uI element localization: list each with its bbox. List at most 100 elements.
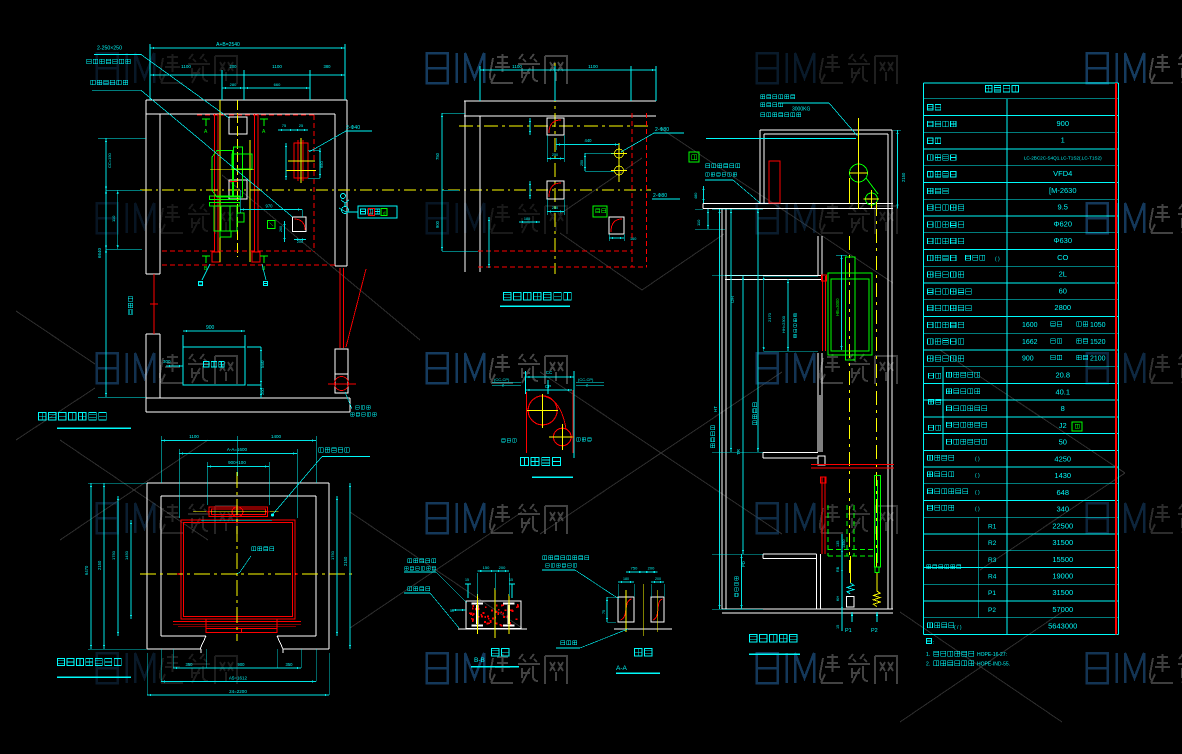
svg-text:135: 135 [836, 541, 840, 547]
svg-text:[M-2630: [M-2630 [1049, 186, 1077, 195]
svg-text:OH: OH [730, 296, 735, 303]
svg-text:HOPE-IND-55.: HOPE-IND-55. [977, 662, 1010, 668]
svg-text:R3: R3 [988, 557, 997, 564]
svg-text:1100: 1100 [181, 64, 191, 69]
svg-text:40.1: 40.1 [1055, 387, 1070, 396]
svg-text:1520: 1520 [1090, 339, 1106, 346]
svg-text:B: B [204, 266, 208, 272]
svg-text:1400: 1400 [271, 434, 282, 439]
svg-text:200: 200 [260, 388, 265, 395]
svg-text:6640: 6640 [97, 247, 102, 258]
svg-text:R2: R2 [988, 540, 997, 547]
svg-text:160: 160 [630, 237, 636, 241]
svg-text:2100: 2100 [1090, 356, 1106, 363]
svg-text:15: 15 [509, 578, 513, 582]
svg-text:900+100: 900+100 [228, 460, 246, 465]
svg-text:1100: 1100 [512, 64, 522, 69]
svg-text:110: 110 [696, 219, 701, 226]
svg-text:440: 440 [585, 138, 593, 143]
svg-text:60: 60 [1059, 286, 1067, 295]
svg-text:19000: 19000 [1052, 572, 1073, 581]
svg-text:RB: RB [836, 566, 840, 572]
svg-text:200: 200 [648, 566, 655, 571]
svg-text:B-B: B-B [474, 657, 485, 664]
svg-text:9.5: 9.5 [1058, 203, 1068, 212]
svg-text:200: 200 [499, 565, 506, 570]
svg-text:250: 250 [580, 160, 584, 166]
svg-text:A: A [262, 129, 266, 135]
svg-text:LC-2BC2C-S4Q1.LC-T1S2(.LC-T1S2: LC-2BC2C-S4Q1.LC-T1S2(.LC-T1S2) [1024, 155, 1102, 160]
svg-text:HOPE-16-27:: HOPE-16-27: [977, 652, 1007, 658]
svg-text:A+B=2540: A+B=2540 [216, 42, 240, 48]
svg-text:R4: R4 [988, 574, 997, 581]
svg-text:5643000: 5643000 [1048, 622, 1077, 631]
svg-text:2150: 2150 [97, 560, 102, 570]
svg-text:1350: 1350 [842, 540, 846, 548]
svg-text:250: 250 [552, 153, 558, 157]
svg-text::: : [933, 640, 934, 646]
svg-text:R1: R1 [988, 523, 997, 530]
svg-text:1750: 1750 [330, 550, 335, 560]
svg-text:1: 1 [1061, 136, 1065, 145]
svg-text:J2: J2 [1059, 421, 1067, 430]
svg-text:A-A: A-A [616, 665, 628, 672]
svg-text:15: 15 [836, 625, 840, 629]
svg-text:180: 180 [623, 577, 629, 581]
svg-text:2-Φ40: 2-Φ40 [346, 125, 360, 131]
svg-text:2170: 2170 [767, 312, 772, 322]
svg-text:150: 150 [483, 565, 490, 570]
svg-text:380: 380 [324, 64, 332, 69]
svg-text:HH=2300: HH=2300 [781, 315, 786, 333]
svg-text:900: 900 [1056, 119, 1069, 128]
svg-text:750: 750 [435, 152, 440, 160]
svg-text:6470: 6470 [84, 565, 89, 575]
svg-text:1662: 1662 [1022, 339, 1038, 346]
svg-text:VFD4: VFD4 [1053, 169, 1072, 178]
svg-text:200: 200 [655, 577, 661, 581]
svg-text:8: 8 [1061, 404, 1065, 413]
svg-text:2.: 2. [926, 662, 930, 668]
svg-text:1050: 1050 [1090, 322, 1106, 329]
svg-text:900: 900 [1022, 356, 1034, 363]
svg-text:22500: 22500 [1052, 521, 1073, 530]
svg-text:2-250×250: 2-250×250 [97, 46, 122, 52]
svg-text:CO: CO [1057, 253, 1068, 262]
svg-text:15500: 15500 [1052, 555, 1073, 564]
svg-text:4250: 4250 [1054, 454, 1071, 463]
svg-text:Φ630: Φ630 [1054, 236, 1073, 245]
svg-text:970: 970 [266, 204, 274, 209]
svg-text:2L: 2L [1059, 270, 1067, 279]
svg-text:1750: 1750 [111, 550, 116, 560]
svg-text:75: 75 [602, 610, 606, 614]
svg-text:250: 250 [552, 206, 558, 210]
svg-text:350: 350 [186, 662, 194, 667]
svg-text:25: 25 [299, 123, 304, 128]
svg-text:PD: PD [741, 561, 746, 567]
svg-text:900: 900 [238, 662, 246, 667]
svg-text:( ): ( ) [975, 507, 980, 513]
svg-text:31500: 31500 [1052, 538, 1073, 547]
svg-text:3000KG: 3000KG [792, 107, 810, 113]
svg-text:HT: HT [713, 406, 718, 412]
svg-text:(CC-CP): (CC-CP) [494, 377, 510, 382]
svg-text:1.: 1. [926, 652, 930, 658]
svg-text:CC: CC [546, 370, 553, 375]
svg-text:280: 280 [230, 82, 237, 87]
svg-text:20.8: 20.8 [1055, 371, 1070, 380]
svg-text:260: 260 [279, 226, 283, 232]
svg-text:900: 900 [206, 325, 215, 331]
svg-text:550: 550 [260, 360, 265, 368]
svg-text:750: 750 [631, 566, 638, 571]
svg-text:1600: 1600 [1022, 322, 1038, 329]
svg-text:( ): ( ) [975, 473, 980, 479]
svg-text:B: B [262, 266, 266, 272]
svg-text:Φ620: Φ620 [1054, 219, 1073, 228]
svg-text:d: d [383, 211, 386, 216]
svg-text:57000: 57000 [1052, 605, 1073, 614]
svg-text:P2: P2 [871, 628, 878, 634]
svg-text:650: 650 [319, 161, 324, 168]
svg-text:1430: 1430 [1054, 471, 1071, 480]
svg-text:KH: KH [836, 595, 840, 601]
svg-text:660: 660 [274, 82, 281, 87]
svg-text:TR: TR [736, 448, 741, 455]
